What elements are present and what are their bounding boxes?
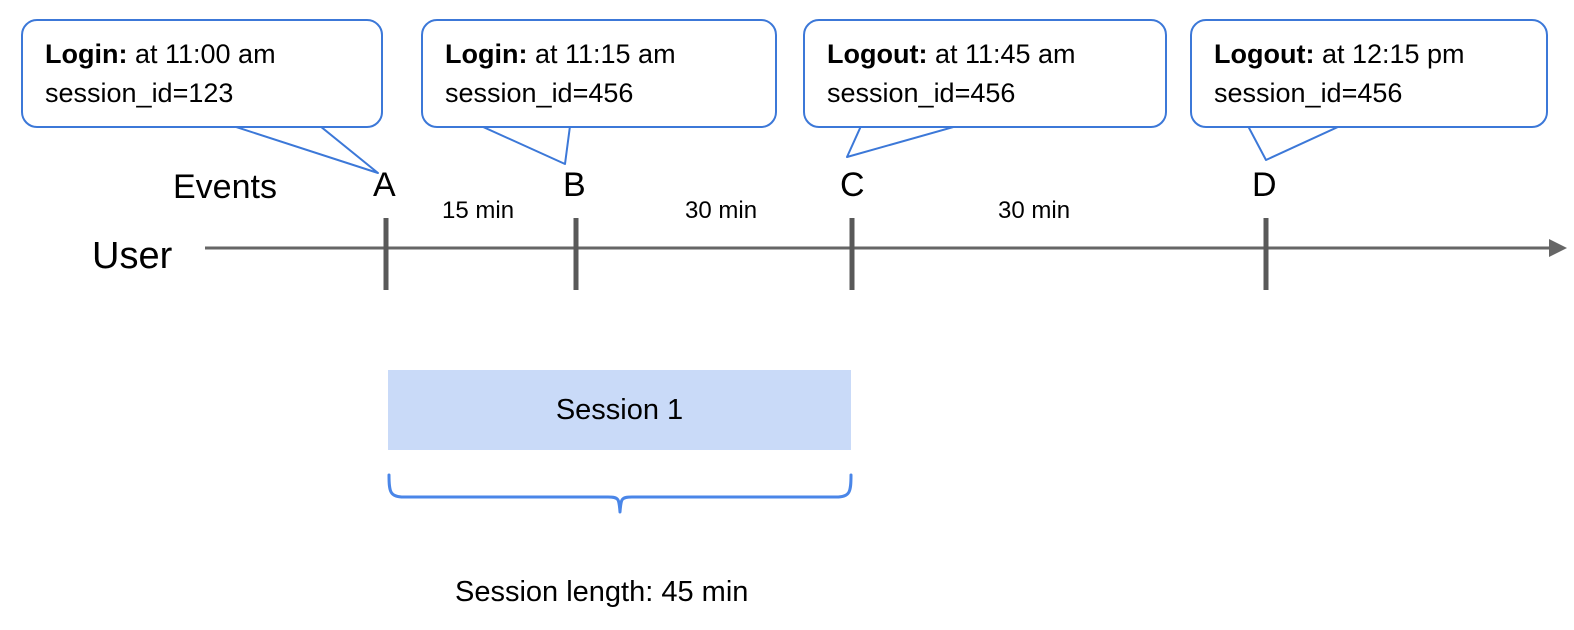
callout-bubble-b[interactable]: Login: at 11:15 am session_id=456 <box>421 19 777 128</box>
callout-bubble-a[interactable]: Login: at 11:00 am session_id=123 <box>21 19 383 128</box>
callout-d-line1: Logout: at 12:15 pm <box>1214 35 1526 74</box>
event-letter-c: C <box>840 166 865 204</box>
session-bar[interactable]: Session 1 <box>388 370 851 450</box>
event-letter-b: B <box>563 166 586 204</box>
interval-label-bc: 30 min <box>685 197 758 224</box>
callout-c-line1: Logout: at 11:45 am <box>827 35 1145 74</box>
callout-a-label: Login: <box>45 39 128 69</box>
callout-c-line2: session_id=456 <box>827 78 1016 108</box>
callout-b-time: at 11:15 am <box>527 39 676 69</box>
callout-bubble-d[interactable]: Logout: at 12:15 pm session_id=456 <box>1190 19 1548 128</box>
callout-b-line1: Login: at 11:15 am <box>445 35 755 74</box>
callout-c-label: Logout: <box>827 39 928 69</box>
callout-d-label: Logout: <box>1214 39 1315 69</box>
callout-a-time: at 11:00 am <box>127 39 276 69</box>
session-bar-label: Session 1 <box>555 393 684 426</box>
callout-d-line2: session_id=456 <box>1214 78 1403 108</box>
session-length-label: Session length: 45 min <box>455 576 749 608</box>
user-row-label: User <box>92 235 173 277</box>
event-letter-a: A <box>373 166 396 204</box>
interval-label-cd: 30 min <box>998 197 1071 224</box>
callout-a-line1: Login: at 11:00 am <box>45 35 361 74</box>
callout-d-time: at 12:15 pm <box>1314 39 1465 69</box>
callout-a-line2: session_id=123 <box>45 78 234 108</box>
callout-bubble-c[interactable]: Logout: at 11:45 am session_id=456 <box>803 19 1167 128</box>
callout-b-label: Login: <box>445 39 528 69</box>
events-row-label: Events <box>173 168 277 206</box>
callout-b-line2: session_id=456 <box>445 78 634 108</box>
interval-label-ab: 15 min <box>442 197 515 224</box>
event-letter-d: D <box>1252 166 1277 204</box>
callout-c-time: at 11:45 am <box>927 39 1076 69</box>
